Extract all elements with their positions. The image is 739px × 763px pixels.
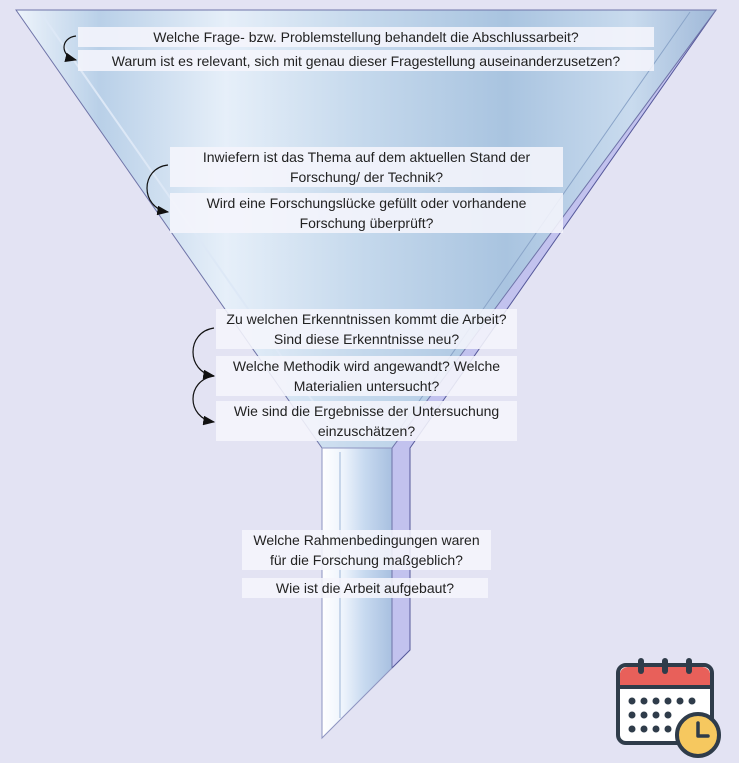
question-relevance: Warum ist es relevant, sich mit genau di… [78, 50, 654, 71]
question-methodology: Welche Methodik wird angewandt? Welche M… [216, 356, 517, 396]
question-results-assessment: Wie sind die Ergebnisse der Untersuchung… [216, 401, 517, 441]
question-findings: Zu welchen Erkenntnissen kommt die Arbei… [216, 309, 517, 349]
calendar-dots [628, 697, 696, 733]
question-problem-statement: Welche Frage- bzw. Problemstellung behan… [78, 27, 654, 47]
question-research-gap: Wird eine Forschungslücke gefüllt oder v… [170, 193, 563, 233]
calendar-ring-1 [638, 658, 644, 674]
question-framework-conditions: Welche Rahmenbedingungen waren für die F… [242, 530, 491, 570]
question-structure: Wie ist die Arbeit aufgebaut? [242, 578, 488, 598]
calendar-clock-icon [616, 658, 721, 758]
calendar-ring-2 [662, 658, 668, 674]
calendar-ring-3 [686, 658, 692, 674]
question-state-of-research: Inwiefern ist das Thema auf dem aktuelle… [170, 147, 563, 187]
clock-hands [696, 721, 710, 738]
